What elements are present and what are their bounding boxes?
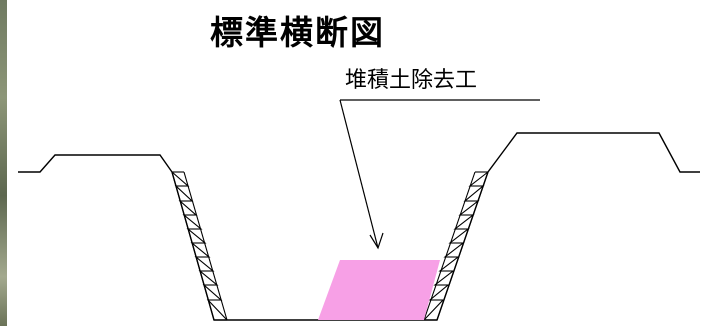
sediment-area xyxy=(318,260,440,320)
sediment-removal-label: 堆積土除去工 xyxy=(345,68,478,93)
photo-edge-strip xyxy=(0,0,7,326)
right-revetment xyxy=(423,171,489,321)
left-revetment xyxy=(171,171,228,321)
diagram-title: 標準横断図 xyxy=(210,13,385,52)
callout-leader xyxy=(339,99,540,250)
